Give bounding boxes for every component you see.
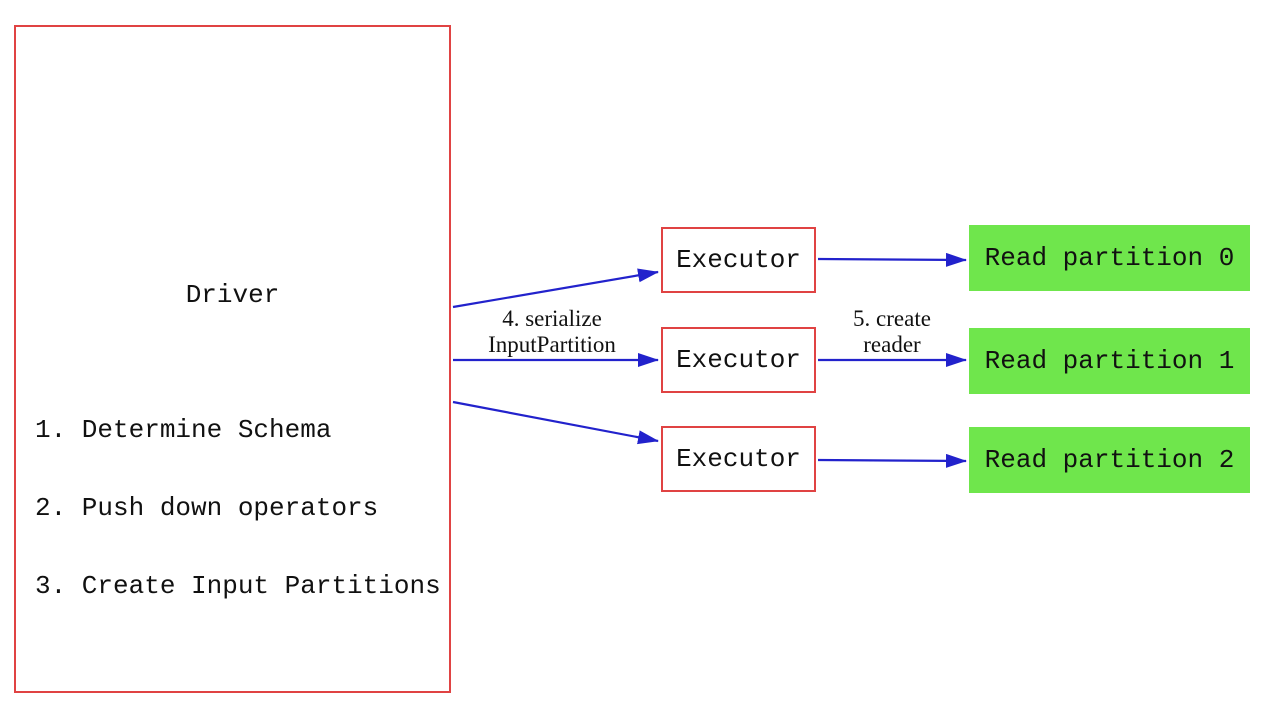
executor-label: Executor <box>676 444 801 474</box>
arrow-executor-2-to-partition-2 <box>817 453 967 468</box>
executor-box-1: Executor <box>661 327 816 393</box>
partition-box-0: Read partition 0 <box>969 225 1250 291</box>
driver-step-1: 1. Determine Schema <box>35 415 332 445</box>
executor-label: Executor <box>676 345 801 375</box>
driver-box: Driver 1. Determine Schema 2. Push down … <box>14 25 451 693</box>
partition-box-1: Read partition 1 <box>969 328 1250 394</box>
driver-steps: 1. Determine Schema 2. Push down operato… <box>35 365 441 651</box>
driver-step-2: 2. Push down operators <box>35 493 379 523</box>
partition-box-2: Read partition 2 <box>969 427 1250 493</box>
annotation-serialize-inputpartition: 4. serialize InputPartition <box>452 306 652 358</box>
annotation-line: 4. serialize <box>502 306 602 331</box>
annotation-line: reader <box>863 332 921 357</box>
executor-box-0: Executor <box>661 227 816 293</box>
partition-label: Read partition 2 <box>984 445 1235 475</box>
driver-step-3: 3. Create Input Partitions <box>35 571 441 601</box>
annotation-create-reader: 5. create reader <box>812 306 972 358</box>
partition-label: Read partition 1 <box>984 346 1235 376</box>
arrow-executor-0-to-partition-0 <box>817 252 967 267</box>
executor-label: Executor <box>676 245 801 275</box>
driver-title: Driver <box>185 280 280 310</box>
arrow-driver-to-executor-0 <box>452 268 659 309</box>
annotation-line: 5. create <box>853 306 931 331</box>
arrow-driver-to-executor-2 <box>452 400 659 445</box>
annotation-line: InputPartition <box>488 332 616 357</box>
partition-label: Read partition 0 <box>984 243 1235 273</box>
executor-box-2: Executor <box>661 426 816 492</box>
